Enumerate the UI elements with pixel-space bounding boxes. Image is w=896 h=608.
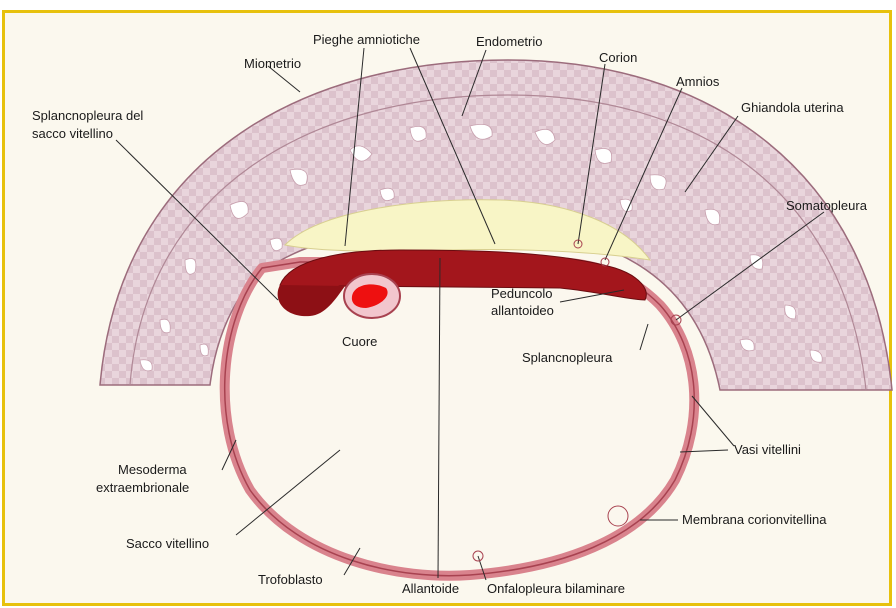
label-miometrio: Miometrio xyxy=(244,56,301,71)
label-mesoderma-line1: Mesoderma xyxy=(118,462,187,477)
label-peduncolo-line2: allantoideo xyxy=(491,303,554,318)
label-splancnopleura: Splancnopleura xyxy=(522,350,613,365)
label-membrana-corionvitellina: Membrana corionvitellina xyxy=(682,512,827,527)
label-sacco-vitellino: Sacco vitellino xyxy=(126,536,209,551)
label-allantoide: Allantoide xyxy=(402,581,459,596)
label-splancnopleura-sacco-line1: Splancnopleura del xyxy=(32,108,143,123)
label-peduncolo-line1: Peduncolo xyxy=(491,286,552,301)
label-splancnopleura-sacco-line2: sacco vitellino xyxy=(32,126,113,141)
label-somatopleura: Somatopleura xyxy=(786,198,868,213)
label-vasi-vitellini: Vasi vitellini xyxy=(734,442,801,457)
label-onfalopleura-bilaminare: Onfalopleura bilaminare xyxy=(487,581,625,596)
label-cuore: Cuore xyxy=(342,334,377,349)
label-trofoblasto: Trofoblasto xyxy=(258,572,323,587)
label-amnios: Amnios xyxy=(676,74,720,89)
label-endometrio: Endometrio xyxy=(476,34,542,49)
label-pieghe-amniotiche: Pieghe amniotiche xyxy=(313,32,420,47)
label-mesoderma-line2: extraembrionale xyxy=(96,480,189,495)
label-corion: Corion xyxy=(599,50,637,65)
label-ghiandola-uterina: Ghiandola uterina xyxy=(741,100,844,115)
